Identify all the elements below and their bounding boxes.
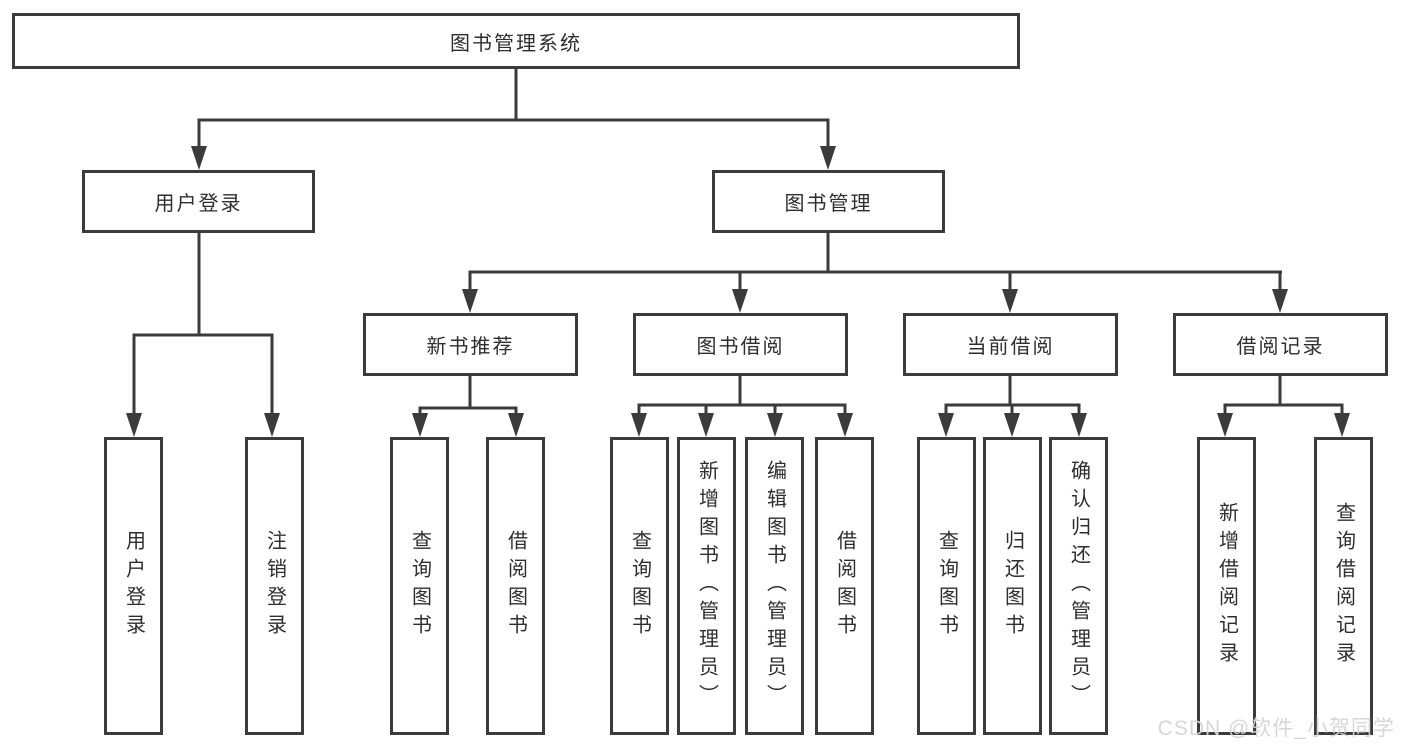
node-logout: 注销登录: [245, 437, 304, 735]
node-login-action-label: 用户登录: [122, 530, 145, 642]
connector-current-borrow-split: [944, 376, 1081, 407]
node-bb-add-books-admin-label: 新增图书（管理员）: [695, 460, 718, 712]
node-cb-confirm-return-admin: 确认归还（管理员）: [1049, 437, 1108, 735]
node-current-borrow: 当前借阅: [903, 313, 1118, 376]
node-bb-borrow-books-label: 借阅图书: [833, 530, 856, 642]
node-br-query-record: 查询借阅记录: [1314, 437, 1373, 735]
connector-book-borrow-split: [637, 376, 847, 407]
node-cb-query-books: 查询图书: [917, 437, 976, 735]
node-book-management-label: 图书管理: [784, 193, 873, 215]
node-cb-return-books: 归还图书: [983, 437, 1042, 735]
node-book-borrow-label: 图书借阅: [696, 336, 785, 358]
node-bb-query-books: 查询图书: [610, 437, 669, 735]
node-bb-add-books-admin: 新增图书（管理员）: [677, 437, 736, 735]
node-root: 图书管理系统: [12, 13, 1020, 69]
connector-book-management-split: [468, 233, 1282, 274]
node-current-borrow-label: 当前借阅: [966, 336, 1055, 358]
node-root-label: 图书管理系统: [450, 32, 582, 55]
connector-new-book-split: [418, 376, 518, 410]
node-nb-borrow-books-label: 借阅图书: [504, 530, 527, 642]
node-user-login-label: 用户登录: [154, 193, 243, 215]
node-new-book-recommend-label: 新书推荐: [426, 336, 515, 358]
node-cb-query-books-label: 查询图书: [935, 530, 958, 642]
node-borrow-records: 借阅记录: [1173, 313, 1388, 376]
node-bb-edit-books-admin-label: 编辑图书（管理员）: [763, 460, 786, 712]
node-br-add-record: 新增借阅记录: [1197, 437, 1256, 735]
node-bb-query-books-label: 查询图书: [628, 530, 651, 642]
node-bb-edit-books-admin: 编辑图书（管理员）: [745, 437, 804, 735]
node-nb-borrow-books: 借阅图书: [486, 437, 545, 735]
node-cb-confirm-return-admin-label: 确认归还（管理员）: [1067, 460, 1090, 712]
node-nb-query-books: 查询图书: [390, 437, 449, 735]
node-login-action: 用户登录: [104, 437, 163, 735]
node-br-add-record-label: 新增借阅记录: [1215, 502, 1238, 670]
node-nb-query-books-label: 查询图书: [408, 530, 431, 642]
node-bb-borrow-books: 借阅图书: [815, 437, 874, 735]
node-book-borrow: 图书借阅: [633, 313, 848, 376]
node-user-login: 用户登录: [82, 170, 315, 233]
node-cb-return-books-label: 归还图书: [1001, 530, 1024, 642]
connector-user-login-split: [132, 233, 274, 337]
node-new-book-recommend: 新书推荐: [363, 313, 578, 376]
node-br-query-record-label: 查询借阅记录: [1332, 502, 1355, 670]
connector-borrow-records-split: [1223, 376, 1344, 407]
node-borrow-records-label: 借阅记录: [1236, 336, 1325, 358]
node-book-management: 图书管理: [712, 170, 945, 233]
connector-root-split: [197, 68, 830, 122]
node-logout-label: 注销登录: [263, 530, 286, 642]
